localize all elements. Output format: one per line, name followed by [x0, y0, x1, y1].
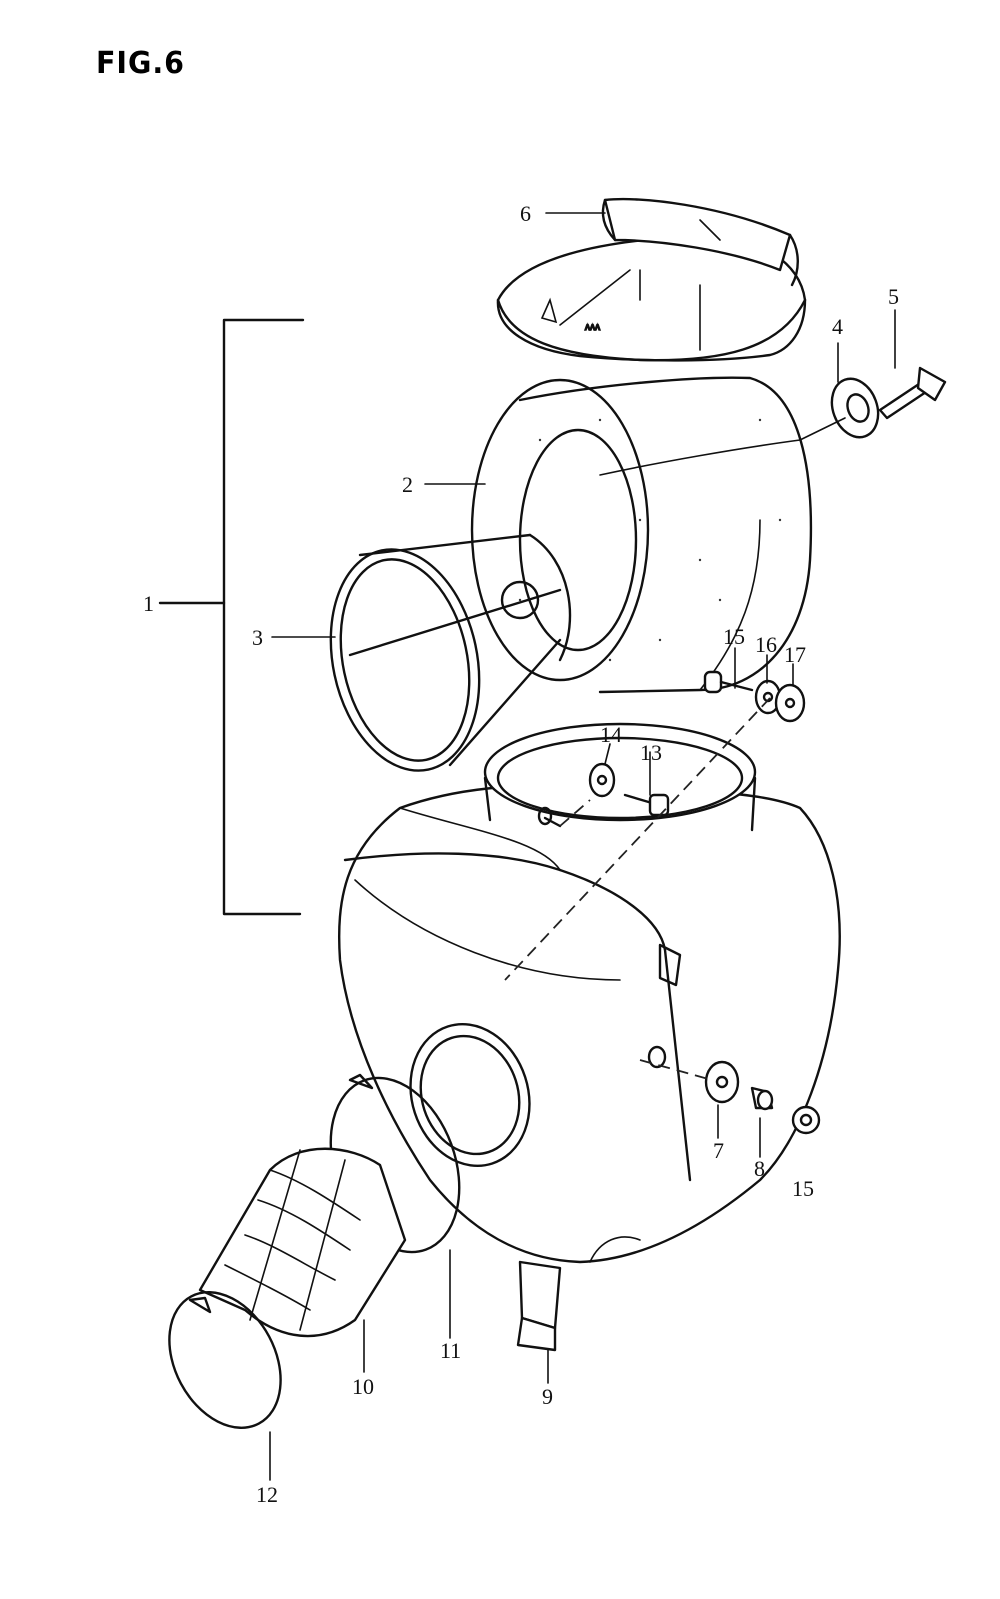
- callout-7: 7: [713, 1138, 724, 1163]
- air-cleaner-case: [337, 722, 841, 1352]
- callout-15-upper: 15: [723, 624, 745, 649]
- callout-16: 16: [755, 632, 777, 657]
- part-7-grommet: [704, 1060, 740, 1104]
- callout-10: 10: [352, 1374, 374, 1399]
- svg-text:ᴧᴧᴧ: ᴧᴧᴧ: [585, 322, 600, 333]
- part-5-wing-bolt: [878, 366, 947, 420]
- part-15-bolt-upper: [703, 670, 754, 694]
- part-12-clamp: [168, 1291, 282, 1429]
- part-13-bolt: [623, 793, 670, 817]
- part-14-washer: [588, 762, 616, 798]
- callout-14: 14: [600, 722, 622, 747]
- assembly-guide-lines: [504, 697, 771, 1081]
- callout-4-top: 4: [832, 314, 843, 339]
- assembly-bracket: [158, 318, 305, 916]
- callout-labels: 1 2 3 4 5 6 7 8 9 10 11 12 13 14 15 15 1…: [143, 201, 899, 1507]
- part-17-washer: [774, 683, 806, 723]
- callout-13: 13: [640, 740, 662, 765]
- callout-5: 5: [888, 284, 899, 309]
- callout-12: 12: [256, 1482, 278, 1507]
- figure-title: FIG.6: [96, 46, 185, 81]
- leader-lines: [269, 212, 896, 1481]
- callout-1: 1: [143, 591, 154, 616]
- callout-15-lower: 15: [792, 1176, 814, 1201]
- part-6-cover: ᴧᴧᴧ: [496, 197, 807, 362]
- part-15-nut-lower: [791, 1105, 821, 1135]
- callout-9: 9: [542, 1384, 553, 1409]
- part-4-washer: [830, 377, 880, 439]
- callout-6: 6: [520, 201, 531, 226]
- part-2-filter-element: [470, 376, 813, 694]
- callout-17: 17: [784, 642, 806, 667]
- callout-2: 2: [402, 472, 413, 497]
- part-3-filter-cage: [329, 533, 572, 772]
- part-10-intake-boot: [198, 1147, 407, 1338]
- callout-11: 11: [440, 1338, 461, 1363]
- part-8-collar: [750, 1086, 774, 1111]
- callout-3: 3: [252, 625, 263, 650]
- callout-8: 8: [754, 1156, 765, 1181]
